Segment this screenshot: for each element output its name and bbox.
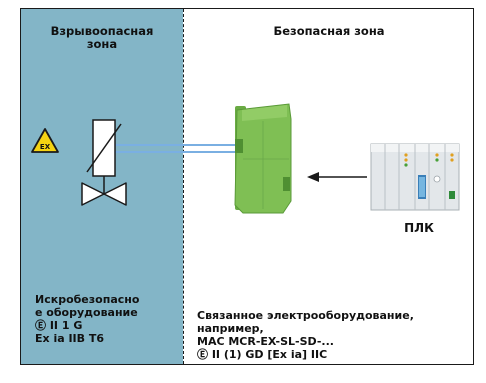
isolator-module-icon <box>234 103 292 214</box>
hazardous-equipment-caption: Искробезопасно е оборудование Ⓔ II 1 G E… <box>35 293 175 345</box>
safe-zone-title: Безопасная зона <box>273 24 385 38</box>
plc-label: ПЛК <box>404 221 434 235</box>
zone-divider <box>183 9 184 364</box>
hazardous-zone-title-line: зона <box>86 37 118 51</box>
plc-icon <box>370 143 460 211</box>
caption-line: например, <box>197 322 264 335</box>
caption-line: Искробезопасно <box>35 293 140 306</box>
signal-lines <box>115 144 235 153</box>
hazardous-zone-title-line: Взрывоопасная <box>50 24 154 38</box>
caption-line: Связанное электрооборудование, <box>197 309 414 322</box>
diagram-frame: EX <box>20 8 474 365</box>
hazardous-zone-title: Взрывоопасная зона <box>21 25 183 51</box>
ex-warning-icon: EX <box>31 128 59 153</box>
diagram-art: EX <box>31 103 460 214</box>
caption-line: Ex ia IIB T6 <box>35 332 105 345</box>
caption-line: е оборудование <box>35 306 138 319</box>
ex-symbol-label: EX <box>40 143 51 151</box>
solenoid-valve-icon <box>81 119 127 206</box>
hazardous-zone <box>21 9 183 364</box>
caption-line: MAC MCR-EX-SL-SD-... <box>197 335 334 348</box>
associated-equipment-caption: Связанное электрооборудование, например,… <box>197 309 473 361</box>
caption-line: Ⓔ II (1) GD [Ex ia] IIC <box>197 348 328 361</box>
caption-line: Ⓔ II 1 G <box>35 319 83 332</box>
signal-arrow <box>307 172 367 182</box>
